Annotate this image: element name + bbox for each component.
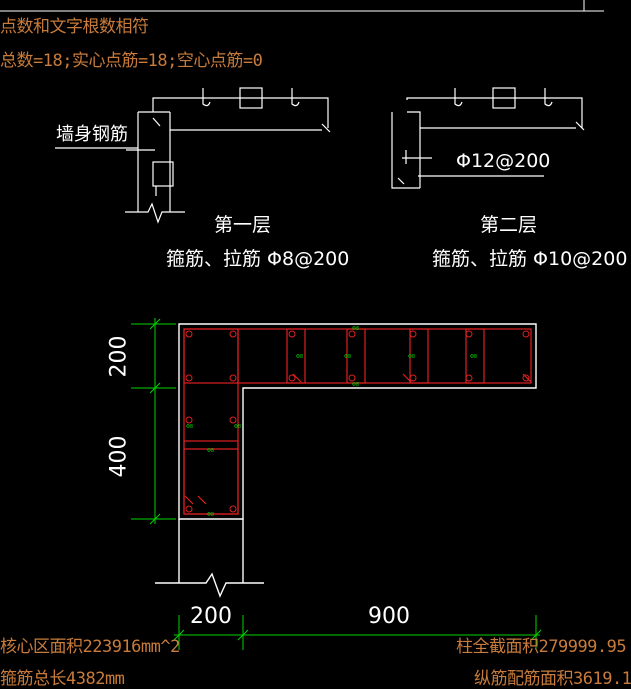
svg-text:Φ8: Φ8: [207, 512, 214, 518]
drawing-border: [0, 0, 604, 12]
layer2-spec: 箍筋、拉筋 Φ10@200: [432, 248, 628, 270]
svg-text:Φ8: Φ8: [352, 382, 359, 388]
svg-text:Φ8: Φ8: [207, 448, 214, 454]
dimension-lines: [131, 318, 542, 650]
layer1-spec: 箍筋、拉筋 Φ8@200: [166, 248, 350, 270]
layer2-title: 第二层: [480, 214, 538, 236]
column-area-text: 柱全截面积279999.95: [456, 637, 627, 657]
stirrup-length-text: 箍筋总长4382mm: [0, 669, 125, 689]
wall-rebar-label: 墙身钢筋: [56, 124, 128, 145]
detail-layer2-drawing: [391, 87, 585, 189]
svg-text:Φ8: Φ8: [352, 326, 359, 332]
header-line-1: 点数和文字根数相符: [0, 17, 149, 37]
detail-layer1-drawing: [55, 87, 331, 224]
dim-900-horizontal: 900: [368, 604, 410, 629]
l-column-outline: [155, 323, 537, 598]
core-area-text: 核心区面积223916mm^2: [0, 637, 180, 657]
dim-200-vertical: 200: [106, 335, 132, 378]
cad-drawing-canvas[interactable]: Φ8 Φ8 Φ8 Φ8 Φ8 Φ8 Φ8 Φ8 Φ8 Φ8: [0, 0, 604, 687]
svg-text:Φ8: Φ8: [234, 424, 241, 430]
svg-text:Φ8: Φ8: [344, 354, 351, 360]
rebar-spec-label: Φ12@200: [456, 150, 551, 172]
svg-text:Φ8: Φ8: [470, 354, 477, 360]
longitudinal-area-text: 纵筋配筋面积3619.1: [474, 669, 631, 689]
header-line-2: 总数=18;实心点筋=18;空心点筋=0: [0, 51, 263, 71]
tie-labels: Φ8 Φ8 Φ8 Φ8 Φ8 Φ8 Φ8 Φ8 Φ8 Φ8: [186, 326, 477, 518]
svg-text:Φ8: Φ8: [186, 424, 193, 430]
dim-400-vertical: 400: [106, 435, 132, 478]
layer1-title: 第一层: [214, 214, 272, 236]
longitudinal-bars: [185, 330, 530, 513]
dim-200-horizontal: 200: [190, 604, 232, 629]
svg-text:Φ8: Φ8: [408, 354, 415, 360]
svg-text:Φ8: Φ8: [296, 354, 303, 360]
